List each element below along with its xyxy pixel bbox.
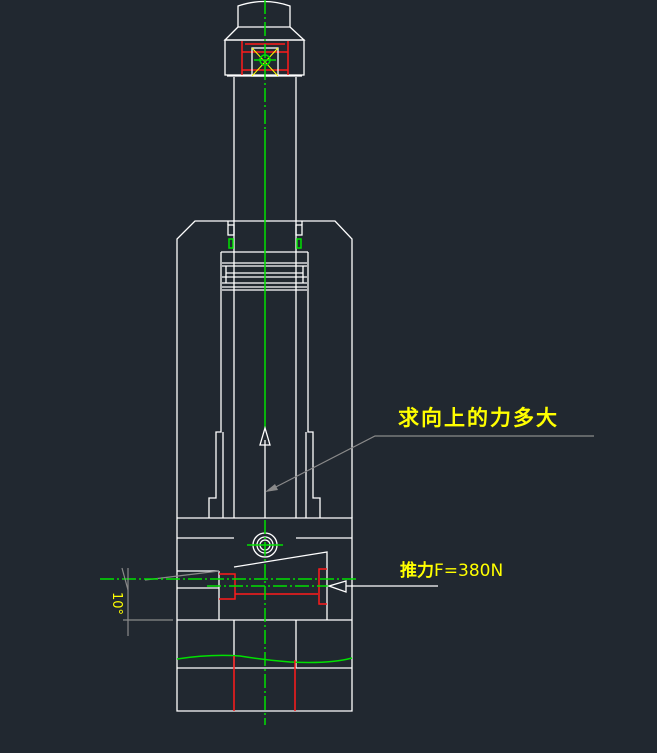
angle-label: 10° xyxy=(109,592,124,616)
question-text: 求向上的力多大 xyxy=(398,406,559,430)
force-label-value: F=380N xyxy=(434,561,504,581)
force-arrow xyxy=(326,580,438,593)
up-arrow-icon xyxy=(259,425,271,446)
piston-rod xyxy=(233,77,297,518)
angle-dimension xyxy=(121,567,173,636)
force-label-bold: 推力 xyxy=(400,561,434,581)
question-leader xyxy=(265,435,594,492)
lower-block xyxy=(100,517,357,621)
force-label: 推力F=380N xyxy=(400,556,503,581)
